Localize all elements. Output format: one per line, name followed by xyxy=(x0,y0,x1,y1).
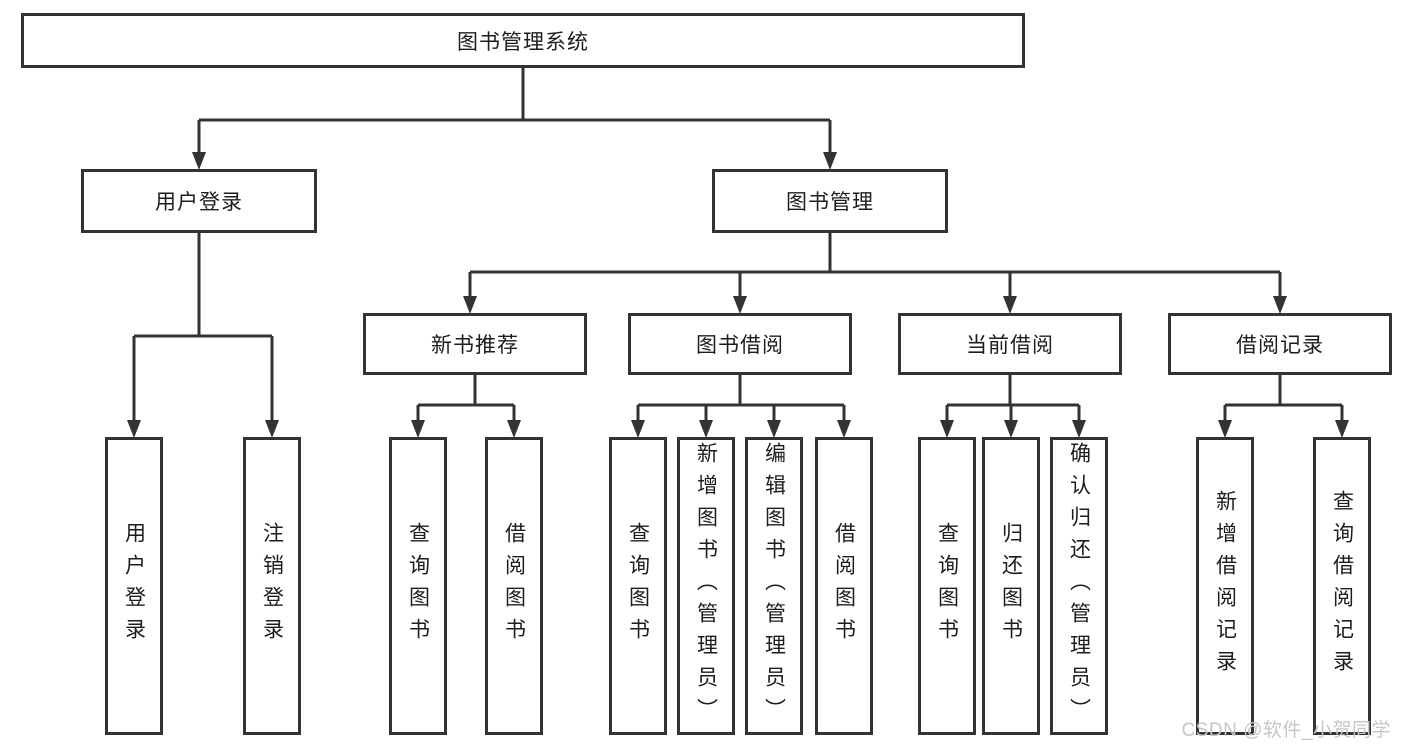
arrowhead-down-icon xyxy=(767,420,781,438)
arrowhead-down-icon xyxy=(127,420,141,438)
leaf-add-borrow-record: 新增借阅记录 xyxy=(1196,437,1254,735)
arrowhead-down-icon xyxy=(1273,296,1287,314)
node-book-borrow: 图书借阅 xyxy=(628,313,852,375)
arrowhead-down-icon xyxy=(1072,420,1086,438)
leaf-add-books-admin: 新增图书（管理员） xyxy=(677,437,735,735)
arrowhead-down-icon xyxy=(192,152,206,170)
connector-lines xyxy=(132,68,1344,421)
arrowhead-down-icon xyxy=(1335,420,1349,438)
arrowhead-down-icon xyxy=(837,420,851,438)
arrowhead-down-icon xyxy=(463,296,477,314)
arrowhead-down-icon xyxy=(507,420,521,438)
leaf-borrow-books-2-label: 借阅图书 xyxy=(832,522,856,650)
node-borrow-records: 借阅记录 xyxy=(1168,313,1392,375)
arrowhead-down-icon xyxy=(1004,420,1018,438)
leaf-add-books-admin-label: 新增图书（管理员） xyxy=(694,442,718,730)
arrowhead-down-icon xyxy=(631,420,645,438)
arrowhead-down-icon xyxy=(411,420,425,438)
node-book-management: 图书管理 xyxy=(712,169,948,233)
arrowhead-down-icon xyxy=(823,152,837,170)
leaf-search-books-2: 查询图书 xyxy=(609,437,667,735)
leaf-search-books-3: 查询图书 xyxy=(918,437,976,735)
leaf-search-books-1: 查询图书 xyxy=(389,437,447,735)
csdn-watermark: CSDN @软件_小贺同学 xyxy=(1181,720,1391,741)
arrowhead-down-icon xyxy=(1003,296,1017,314)
leaf-user-login: 用户登录 xyxy=(105,437,163,735)
leaf-search-borrow-record-label: 查询借阅记录 xyxy=(1330,490,1354,682)
node-user-login: 用户登录 xyxy=(81,169,317,233)
leaf-edit-books-admin: 编辑图书（管理员） xyxy=(745,437,803,735)
node-current-borrow-label: 当前借阅 xyxy=(966,334,1054,357)
leaf-confirm-return-admin-label: 确认归还（管理员） xyxy=(1067,442,1091,730)
node-current-borrow: 当前借阅 xyxy=(898,313,1122,375)
leaf-borrow-books-2: 借阅图书 xyxy=(815,437,873,735)
leaf-search-books-2-label: 查询图书 xyxy=(626,522,650,650)
leaf-edit-books-admin-label: 编辑图书（管理员） xyxy=(762,442,786,730)
arrowhead-down-icon xyxy=(940,420,954,438)
node-root-label: 图书管理系统 xyxy=(457,30,589,54)
node-user-login-label: 用户登录 xyxy=(155,191,243,214)
node-book-borrow-label: 图书借阅 xyxy=(696,334,784,357)
leaf-add-borrow-record-label: 新增借阅记录 xyxy=(1213,490,1237,682)
node-new-book-recommend-label: 新书推荐 xyxy=(431,334,519,357)
leaf-logout-label: 注销登录 xyxy=(260,522,284,650)
node-root: 图书管理系统 xyxy=(21,13,1025,68)
node-book-management-label: 图书管理 xyxy=(786,191,874,214)
leaf-search-books-3-label: 查询图书 xyxy=(935,522,959,650)
leaf-confirm-return-admin: 确认归还（管理员） xyxy=(1050,437,1108,735)
leaf-search-books-1-label: 查询图书 xyxy=(406,522,430,650)
leaf-logout: 注销登录 xyxy=(243,437,301,735)
leaf-search-borrow-record: 查询借阅记录 xyxy=(1313,437,1371,735)
leaf-borrow-books-1-label: 借阅图书 xyxy=(502,522,526,650)
leaf-borrow-books-1: 借阅图书 xyxy=(485,437,543,735)
leaf-return-books-label: 归还图书 xyxy=(999,522,1023,650)
arrowhead-down-icon xyxy=(699,420,713,438)
arrowhead-down-icon xyxy=(733,296,747,314)
leaf-return-books: 归还图书 xyxy=(982,437,1040,735)
node-borrow-records-label: 借阅记录 xyxy=(1236,334,1324,357)
leaf-user-login-label: 用户登录 xyxy=(122,522,146,650)
node-new-book-recommend: 新书推荐 xyxy=(363,313,587,375)
arrowhead-down-icon xyxy=(1218,420,1232,438)
arrowhead-down-icon xyxy=(265,420,279,438)
